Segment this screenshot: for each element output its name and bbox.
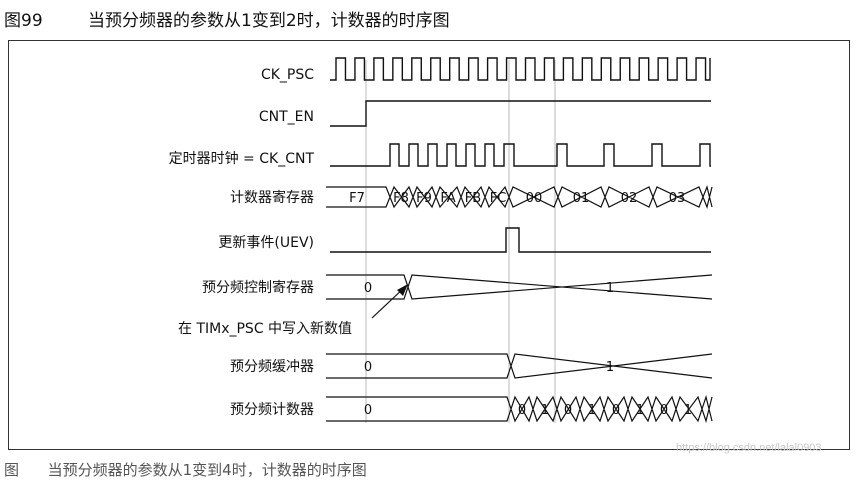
guide-lines xyxy=(365,60,556,423)
bus-value-counter-reg-3: FA xyxy=(440,191,455,206)
signal-label-counter_reg: 计数器寄存器 xyxy=(230,189,314,206)
bus-value-counter-reg-9: 03 xyxy=(669,191,686,206)
bus-value-counter-reg-0: F7 xyxy=(349,191,365,206)
waveform-uev xyxy=(330,227,711,253)
signal-labels: CK_PSC CNT_EN 定时器时钟 = CK_CNT 计数器寄存器更新事件(UEV… xyxy=(169,67,315,418)
waveforms xyxy=(326,57,713,424)
bus-value-psc-ctrl-1: 1 xyxy=(606,281,614,296)
waveform-psc-ctrl xyxy=(326,274,713,300)
bus-value-psc-cnt-1: 0 xyxy=(518,403,526,418)
waveform-cnt-en xyxy=(330,100,711,127)
annotation-text: 在 TIMx_PSC 中写入新数值 xyxy=(178,321,352,337)
signal-label-ck_cnt: 定时器时钟 = CK_CNT xyxy=(169,150,315,167)
bus-value-psc-cnt-5: 0 xyxy=(612,403,620,418)
figure-caption: 当预分频器的参数从1变到2时，计数器的时序图 xyxy=(88,11,450,31)
signal-label-psc_cnt: 预分频计数器 xyxy=(230,402,314,418)
bus-value-psc-cnt-2: 1 xyxy=(541,403,549,418)
waveform-psc-buf xyxy=(326,353,713,379)
waveform-counter-reg xyxy=(326,185,713,209)
signal-label-uev: 更新事件(UEV) xyxy=(218,235,314,251)
timing-diagram-frame xyxy=(8,40,850,450)
footer-number: 图 xyxy=(4,461,20,479)
bus-value-psc-cnt-8: 1 xyxy=(684,403,692,418)
figure-number: 图99 xyxy=(4,11,43,31)
bus-value-psc-cnt-0: 0 xyxy=(364,403,372,418)
bus-value-psc-buf-0: 0 xyxy=(364,360,372,375)
figure-footer: 图 当预分频器的参数从1变到4时，计数器的时序图 xyxy=(4,459,367,480)
bus-value-psc-cnt-7: 0 xyxy=(660,403,668,418)
waveform-psc-cnt xyxy=(326,394,713,424)
bus-value-counter-reg-4: FB xyxy=(465,191,481,206)
bus-value-psc-ctrl-0: 0 xyxy=(364,281,372,296)
footer-caption: 当预分频器的参数从1变到4时，计数器的时序图 xyxy=(47,461,367,479)
bus-value-counter-reg-8: 02 xyxy=(621,191,638,206)
signal-label-ck_psc: CK_PSC xyxy=(261,67,314,83)
signal-label-psc_buf: 预分频缓冲器 xyxy=(230,359,314,375)
figure-title: 图99 当预分频器的参数从1变到2时，计数器的时序图 xyxy=(4,6,450,31)
annotation-group: 在 TIMx_PSC 中写入新数值 xyxy=(178,284,408,337)
waveform-ck-cnt xyxy=(330,143,711,167)
waveform-ck-psc xyxy=(330,57,711,81)
bus-value-psc-cnt-3: 0 xyxy=(564,403,572,418)
bus-value-counter-reg-2: F9 xyxy=(416,191,432,206)
watermark-text: https://blog.csdn.net/lalal0903 xyxy=(676,442,822,454)
annotation-arrowhead xyxy=(397,284,408,296)
signal-label-psc_ctrl: 预分频控制寄存器 xyxy=(202,279,314,296)
bus-value-counter-reg-1: F8 xyxy=(393,191,409,206)
bus-value-psc-buf-1: 1 xyxy=(606,360,614,375)
signal-label-cnt_en: CNT_EN xyxy=(259,109,314,125)
bus-value-counter-reg-6: 00 xyxy=(526,191,543,206)
bus-value-psc-cnt-4: 1 xyxy=(588,403,596,418)
bus-value-counter-reg-5: FC xyxy=(490,191,507,206)
bus-value-psc-cnt-6: 1 xyxy=(636,403,644,418)
bus-value-counter-reg-7: 01 xyxy=(573,191,590,206)
